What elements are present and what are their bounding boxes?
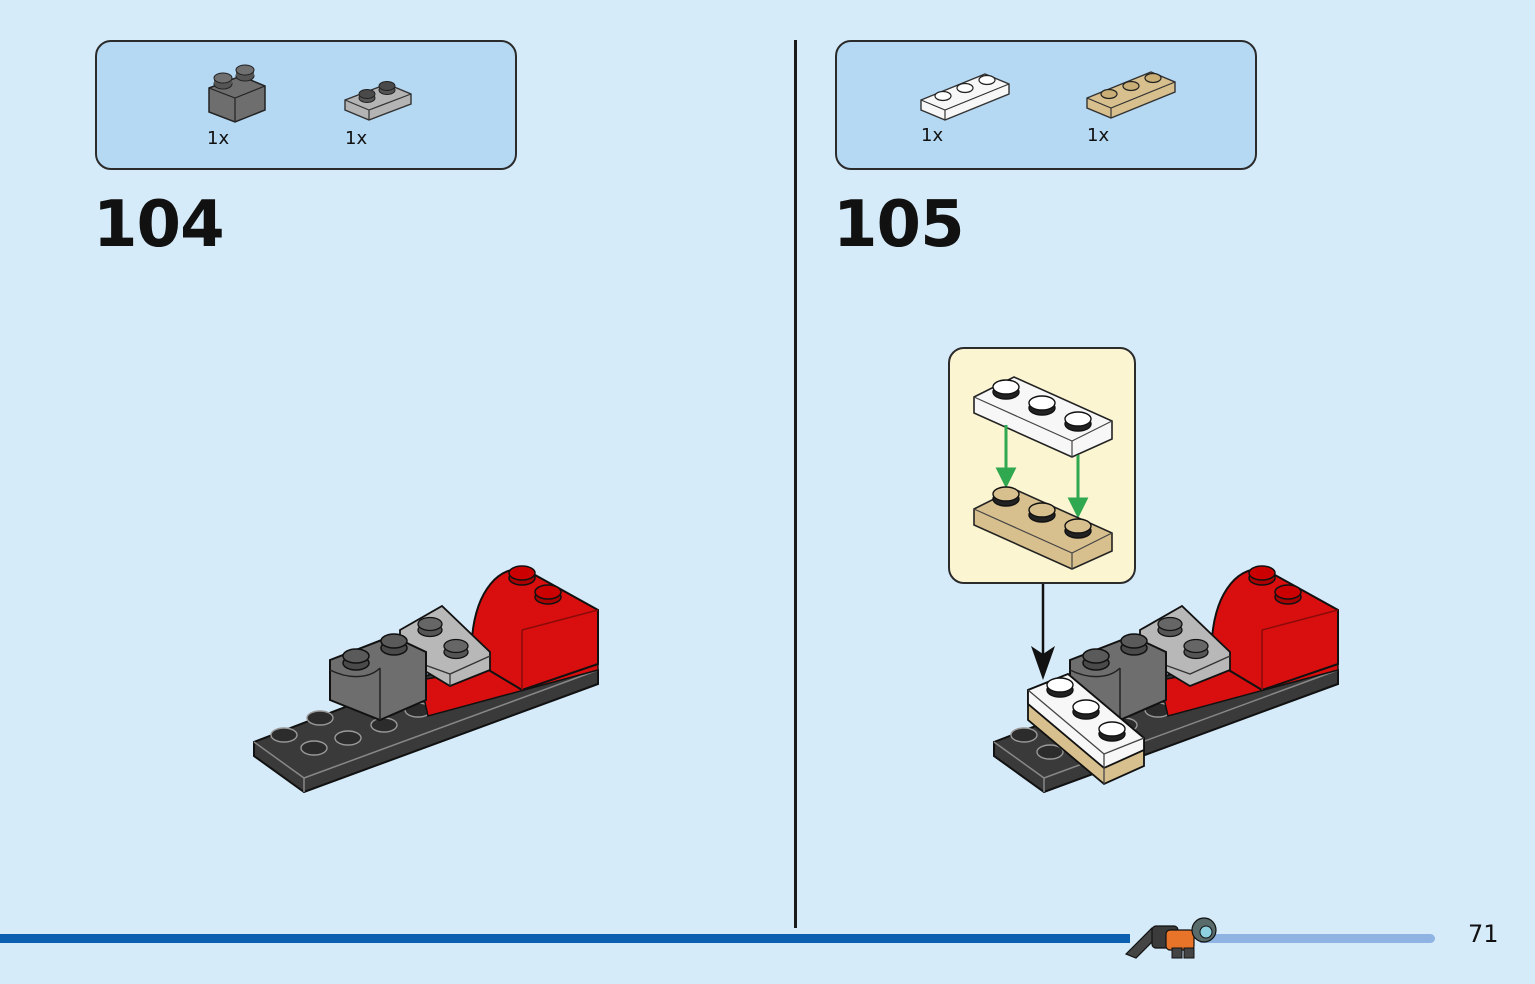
sub-assembly-diagram: [973, 376, 1113, 570]
jetpack-minifigure-icon: [1124, 917, 1217, 959]
parts-list-104: 1x 1x: [95, 40, 517, 170]
footer-progress-bar: [0, 934, 1130, 943]
green-down-arrow-icon: [995, 425, 1089, 519]
model-step-104: [253, 565, 599, 794]
part-qty-104-2: 1x: [345, 128, 368, 149]
down-arrow-icon: [1031, 584, 1055, 680]
step-number-105: 105: [833, 188, 965, 262]
part-qty-105-1: 1x: [921, 125, 944, 146]
dark-gray-curved-brick-icon: [208, 64, 266, 123]
model-step-105: [993, 565, 1339, 794]
footer-progress-track: [1200, 934, 1435, 943]
step-number-104: 104: [93, 188, 225, 262]
part-qty-105-2: 1x: [1087, 125, 1110, 146]
light-gray-plate-icon: [344, 81, 412, 121]
tan-plate-icon: [1086, 71, 1176, 119]
part-qty-104-1: 1x: [207, 128, 230, 149]
page-divider: [794, 40, 797, 928]
page-number: 71: [1468, 920, 1499, 948]
parts-list-105: 1x 1x: [835, 40, 1257, 170]
white-plate-icon: [920, 73, 1010, 121]
sub-assembly-callout: [948, 347, 1136, 584]
